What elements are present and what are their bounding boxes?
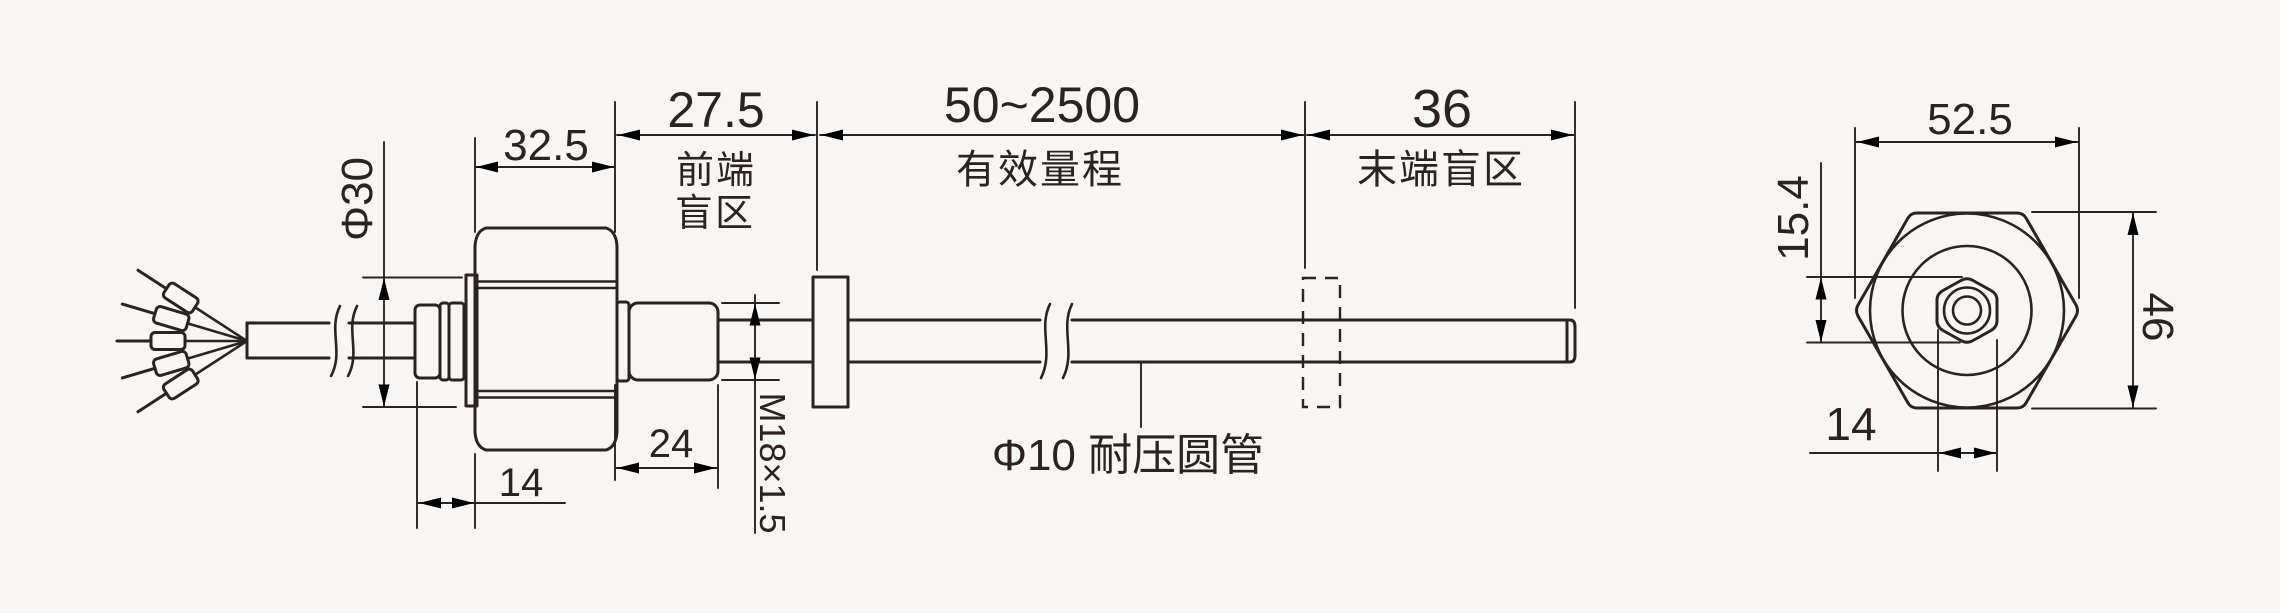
dim-hex-width: 32.5 [474, 101, 616, 233]
dim-center-hex-width: 14 [1809, 329, 1998, 472]
wire-lead [115, 331, 247, 351]
front-blind-label-line1: 前端 [676, 150, 756, 192]
thread-collar [615, 300, 631, 383]
dim-label-hex-width: 32.5 [503, 121, 589, 170]
dashed-zone-box [1301, 276, 1342, 409]
end-center-hexagon [1935, 277, 1999, 344]
dim-label-thread-spec: M18×1.5 [752, 392, 793, 533]
end-hole-outer-circle [1942, 286, 1992, 335]
dim-end-blind-zone: 36 末端盲区 [1306, 79, 1576, 309]
dim-label-end-blind-value: 36 [1412, 79, 1472, 139]
dim-thread-length: 24 [614, 384, 719, 489]
dim-label-thread-length: 24 [649, 422, 694, 466]
dim-label-end-across-corners: 52.5 [1927, 95, 2013, 144]
tube-break-line [1061, 302, 1074, 380]
dim-label-front-blind-value: 27.5 [667, 82, 764, 138]
dim-end-across-corners: 52.5 [1854, 95, 2080, 299]
wire-lead [136, 268, 247, 342]
end-blind-label: 末端盲区 [1357, 148, 1525, 192]
side-view: Φ30 32.5 27.5 前端 盲区 50~2500 [115, 77, 1577, 534]
dim-thread-spec: M18×1.5 [721, 294, 793, 534]
cable-gland [413, 273, 479, 408]
end-view: 52.5 15.4 46 14 [1769, 95, 2182, 472]
end-chamfer-circle [1901, 244, 2033, 377]
dim-label-center-hex-height: 15.4 [1769, 175, 1818, 261]
dim-label-end-across-flats: 46 [2133, 293, 2182, 342]
gland-washer [464, 273, 479, 408]
neck-tube [716, 318, 815, 364]
end-hole-inner-circle [1951, 295, 1983, 326]
wire-lead [120, 302, 247, 342]
tube-label: Φ10 耐压圆管 [992, 431, 1264, 480]
dim-front-blind-zone: 27.5 前端 盲区 [616, 82, 818, 271]
dim-label-gland-length: 14 [499, 461, 544, 505]
tube-callout: Φ10 耐压圆管 [992, 361, 1264, 480]
dim-effective-range: 50~2500 有效量程 [819, 77, 1306, 269]
dim-end-across-flats: 46 [2031, 211, 2182, 410]
dim-label-cable-diameter: Φ30 [333, 157, 382, 241]
hex-body [473, 226, 619, 452]
flange [811, 275, 850, 409]
dim-cable-diameter: Φ30 [333, 141, 463, 408]
cable-break-line [346, 304, 359, 378]
cable [245, 304, 417, 378]
dim-gland-length: 14 [416, 381, 566, 529]
cable-break-line [329, 304, 342, 378]
dim-label-range-value: 50~2500 [944, 77, 1140, 133]
dim-center-hex-height: 15.4 [1769, 162, 1963, 344]
end-inscribed-circle [1868, 212, 2066, 409]
end-hexagon [1855, 211, 2079, 410]
range-label: 有效量程 [956, 148, 1124, 192]
tube-break-line [1039, 302, 1052, 380]
wire-leads-group [115, 268, 247, 414]
wire-lead [136, 340, 247, 414]
front-blind-label-line2: 盲区 [675, 193, 755, 235]
pressure-tube [846, 302, 1577, 380]
wire-lead [120, 340, 247, 380]
dim-label-center-hex-width: 14 [1825, 398, 1876, 450]
threaded-section [627, 301, 720, 382]
